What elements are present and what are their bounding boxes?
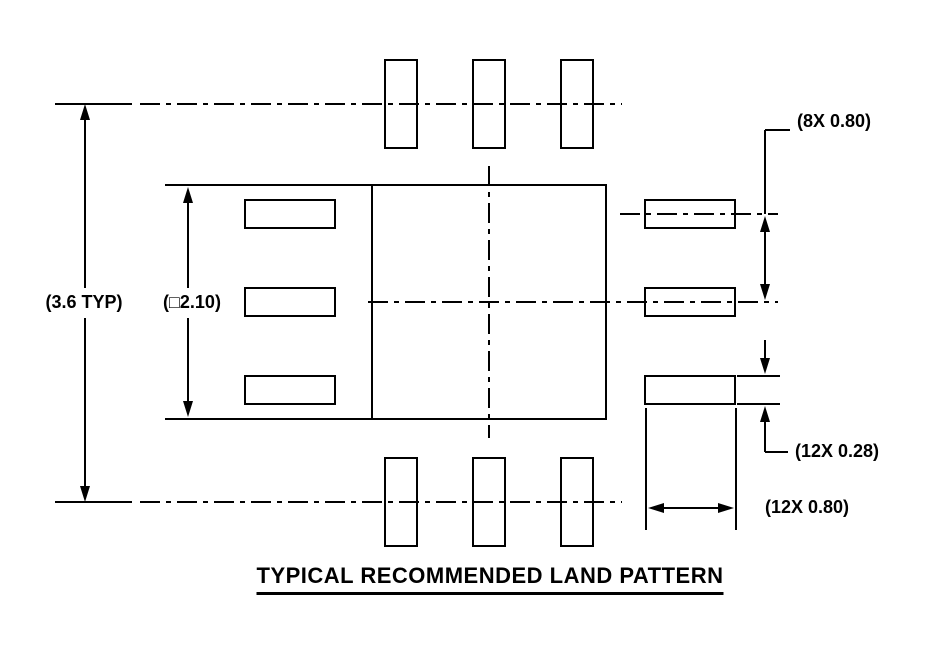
arrowheads	[80, 104, 770, 513]
dim-label-centerpad-size: (□2.10)	[161, 292, 223, 313]
center-thermal-pad	[371, 184, 607, 420]
arrow-up-overall	[80, 104, 90, 120]
centerlines	[140, 103, 778, 503]
arrow-up-pitch	[760, 216, 770, 232]
pad-bottom-3	[560, 457, 594, 547]
arrow-down-padwidth	[760, 358, 770, 374]
pads	[244, 59, 736, 547]
pad-top-2	[472, 59, 506, 149]
pad-left-1	[244, 199, 336, 229]
figure-title: TYPICAL RECOMMENDED LAND PATTERN	[256, 563, 724, 595]
dim-label-overall-pitch: (3.6 TYP)	[43, 292, 125, 313]
dim-label-pad-width: (12X 0.28)	[793, 441, 882, 462]
dimension-lines	[55, 103, 790, 530]
arrow-down-centerpad	[183, 401, 193, 417]
pad-bottom-2	[472, 457, 506, 547]
pad-right-3	[644, 375, 736, 405]
pad-top-1	[384, 59, 418, 149]
pad-right-1	[644, 199, 736, 229]
arrow-down-overall	[80, 486, 90, 502]
pad-left-2	[244, 287, 336, 317]
arrow-down-pitch	[760, 284, 770, 300]
dim-label-pad-pitch: (8X 0.80)	[795, 111, 874, 132]
pad-bottom-1	[384, 457, 418, 547]
arrow-right-padlength	[718, 503, 734, 513]
arrow-up-centerpad	[183, 187, 193, 203]
pad-left-3	[244, 375, 336, 405]
pad-right-2	[644, 287, 736, 317]
pad-top-3	[560, 59, 594, 149]
dim-label-pad-length: (12X 0.80)	[763, 497, 852, 518]
arrow-up-padwidth	[760, 406, 770, 422]
arrow-left-padlength	[648, 503, 664, 513]
